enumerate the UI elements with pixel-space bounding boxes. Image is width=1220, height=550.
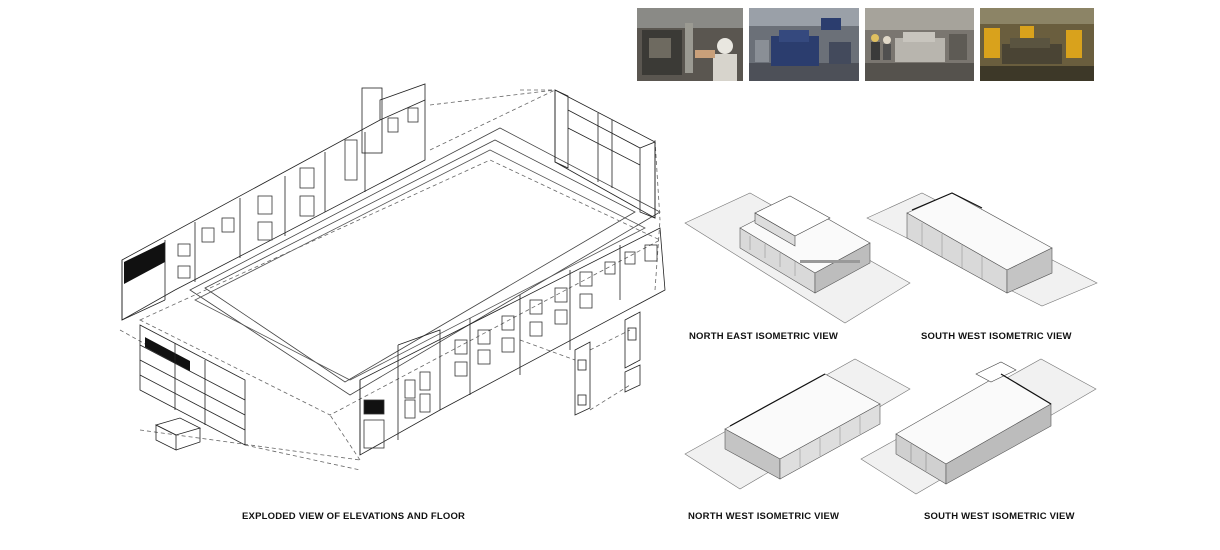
caption-south-west-view-bottom: SOUTH WEST ISOMETRIC VIEW — [924, 511, 1075, 522]
south-west-isometric-view-top — [866, 192, 1098, 307]
floor-outline-dashed — [139, 159, 661, 416]
north-west-isometric-view — [684, 358, 911, 490]
floating-pieces — [574, 311, 641, 416]
north-east-isometric-view — [684, 192, 911, 324]
caption-south-west-view-top: SOUTH WEST ISOMETRIC VIEW — [921, 331, 1072, 342]
back-elevation — [121, 83, 426, 321]
floor-slab-mid — [204, 139, 636, 383]
south-west-isometric-view-bottom — [860, 358, 1097, 495]
caption-exploded-view: EXPLODED VIEW OF ELEVATIONS AND FLOOR — [242, 511, 466, 522]
caption-north-east-view: NORTH EAST ISOMETRIC VIEW — [689, 331, 839, 342]
factory-photo-3 — [865, 8, 974, 81]
factory-photo-2 — [749, 8, 859, 81]
factory-photo-1 — [637, 8, 743, 81]
floor-slab-outer — [189, 127, 661, 396]
side-elevation-right — [554, 89, 656, 219]
caption-north-west-view: NORTH WEST ISOMETRIC VIEW — [688, 511, 840, 522]
factory-photo-4 — [980, 8, 1094, 81]
side-elevation-left — [139, 324, 246, 451]
front-elevation — [359, 227, 666, 456]
